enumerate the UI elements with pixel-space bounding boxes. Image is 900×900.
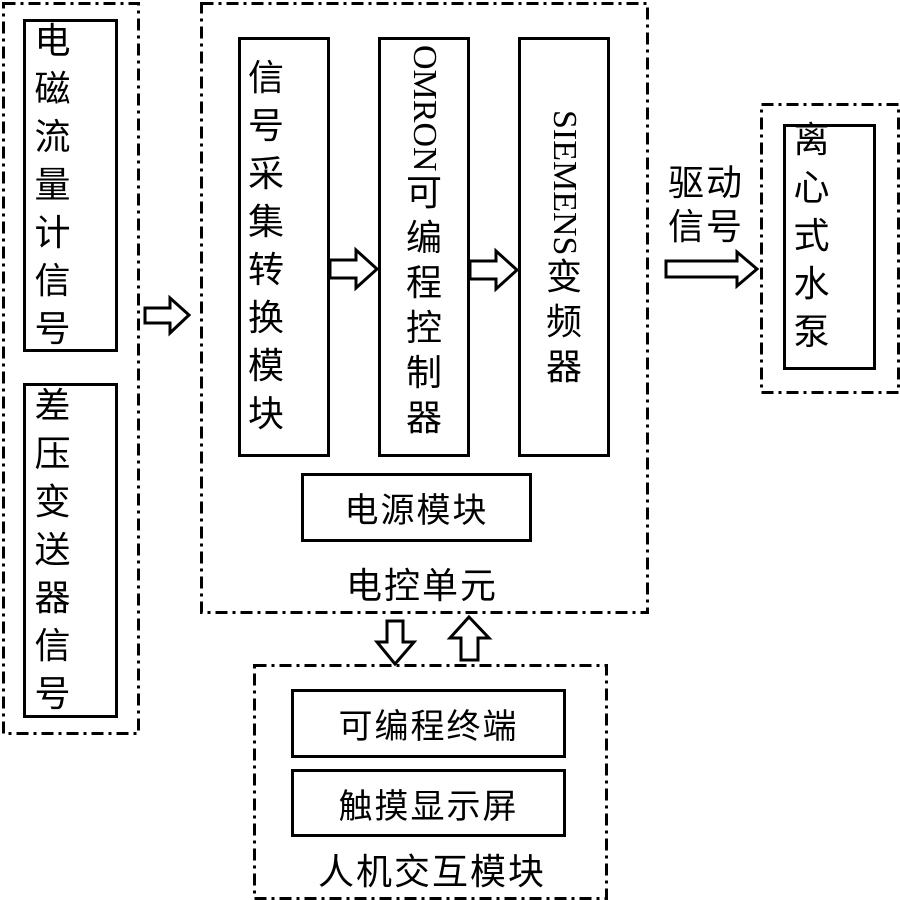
- pressure-signal-box: 差压变送器信号: [23, 383, 118, 718]
- plc-to-inverter-arrow: [468, 247, 520, 293]
- sensor-to-control-arrow: [143, 294, 192, 337]
- hmi-to-control-arrow: [446, 614, 493, 662]
- sensor-group-border: [2, 2, 140, 735]
- pump-group: [760, 103, 900, 394]
- drive-signal-arrow: [664, 248, 760, 290]
- control-unit-title: 电控单元: [346, 566, 499, 607]
- power-module-label: 电源模块: [344, 491, 489, 531]
- sensor-signal-group: [2, 2, 140, 735]
- drive-signal-label: 驱动信号: [668, 163, 745, 248]
- flowmeter-signal-label: 电磁流量计信号: [34, 20, 73, 350]
- centrifugal-pump-box: 离心式水泵: [783, 120, 876, 370]
- inverter-box: SIEMENS 变频器: [518, 37, 610, 457]
- power-module-box: 电源模块: [301, 473, 532, 542]
- acquisition-module-box: 信号采集转换模块: [238, 37, 330, 457]
- touch-screen-label: 触摸显示屏: [338, 786, 519, 827]
- control-to-hmi-arrow: [373, 619, 418, 667]
- inverter-label: 变频器: [546, 257, 583, 389]
- acquisition-to-plc-arrow: [328, 246, 380, 292]
- plc-box: OMRON 可编程控制器: [378, 37, 470, 457]
- acquisition-module-label: 信号采集转换模块: [248, 58, 287, 435]
- programmable-terminal-label: 可编程终端: [338, 707, 519, 747]
- centrifugal-pump-label: 离心式水泵: [793, 120, 832, 353]
- control-unit-group: [200, 2, 649, 614]
- hmi-title: 人机交互模块: [318, 852, 547, 893]
- pump-group-border: [760, 103, 900, 394]
- touch-screen-box: 触摸显示屏: [291, 769, 566, 837]
- plc-brand: OMRON: [406, 44, 443, 172]
- flowmeter-signal-box: 电磁流量计信号: [23, 19, 118, 352]
- hmi-group: [253, 664, 608, 900]
- programmable-terminal-box: 可编程终端: [291, 689, 566, 758]
- pressure-signal-label: 差压变送器信号: [34, 385, 73, 715]
- control-unit-border: [200, 2, 649, 614]
- hmi-group-border: [253, 664, 608, 900]
- inverter-brand: SIEMENS: [546, 109, 583, 256]
- plc-label: 可编程控制器: [406, 173, 443, 440]
